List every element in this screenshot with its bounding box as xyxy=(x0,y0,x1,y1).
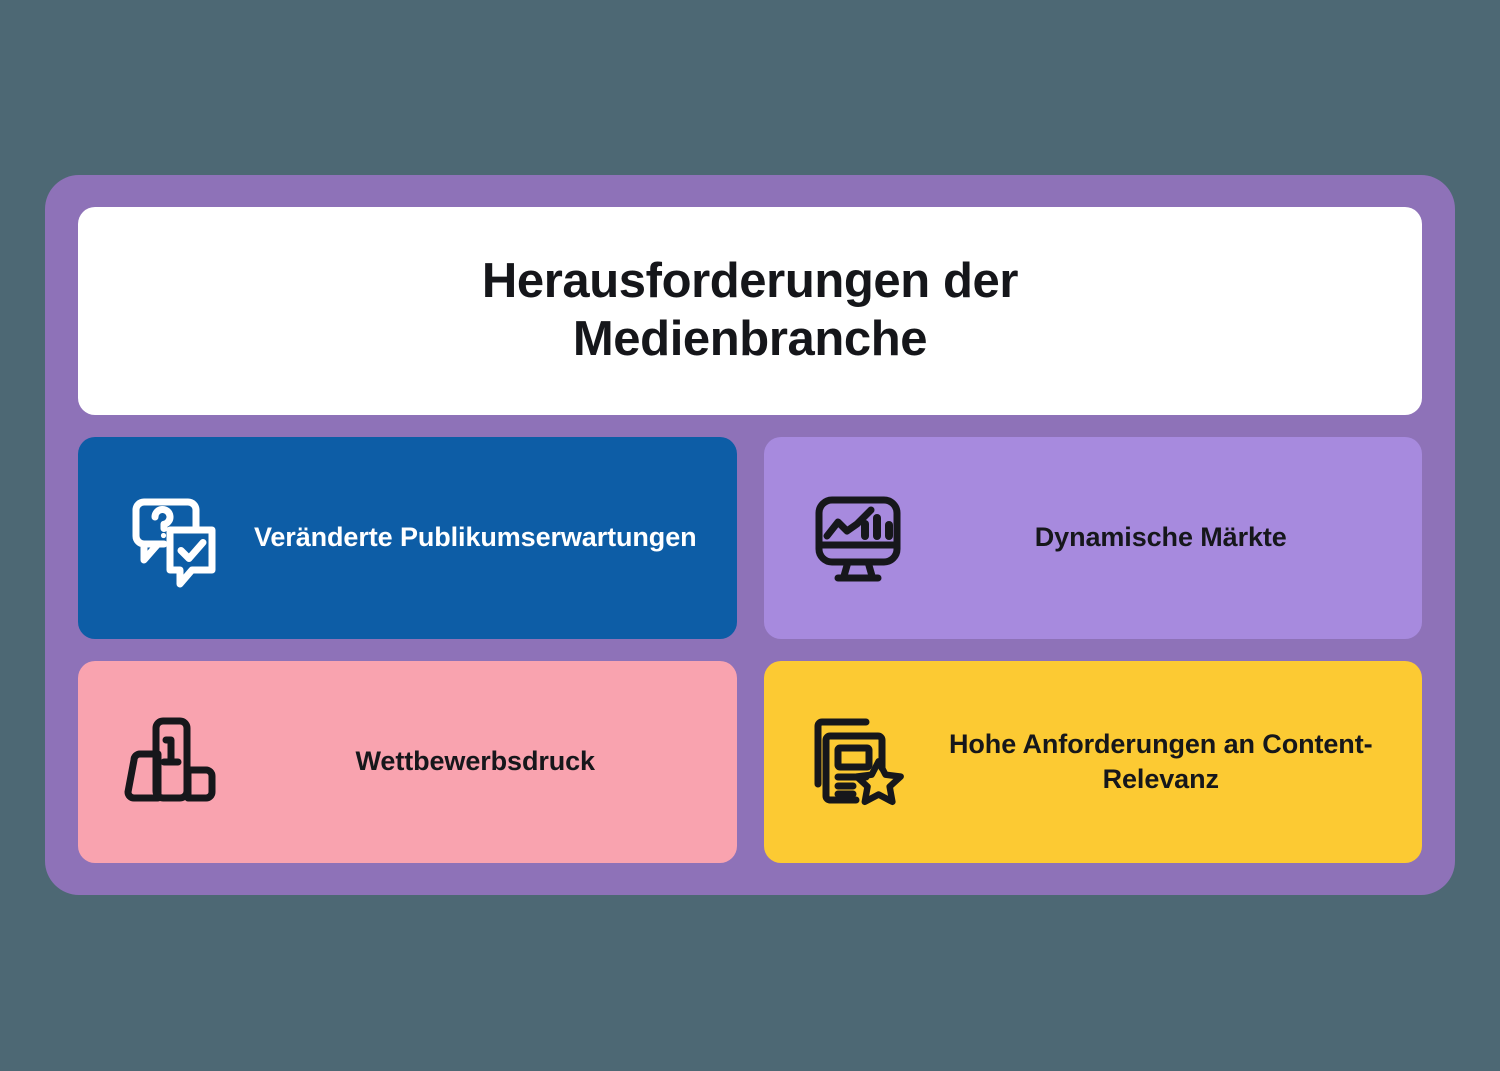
challenge-card-grid: Veränderte Publikumserwartungen xyxy=(78,437,1422,863)
podium-first-place-icon xyxy=(120,710,224,814)
monitor-chart-icon xyxy=(806,486,910,590)
card-label: Dynamische Märkte xyxy=(1034,522,1287,553)
card-dynamische-maerkte[interactable]: Dynamische Märkte xyxy=(763,437,1422,639)
infographic-container: Herausforderungen der Medienbranche xyxy=(45,175,1455,895)
card-label: Hohe Anforderungen an Content-Relevanz xyxy=(949,728,1373,794)
card-veraenderte-publikumserwartungen[interactable]: Veränderte Publikumserwartungen xyxy=(78,437,737,639)
question-check-speech-bubbles-icon xyxy=(120,486,224,590)
document-star-icon xyxy=(806,710,910,814)
page-title: Herausforderungen der Medienbranche xyxy=(481,253,1019,369)
page-title-line-2: Medienbranche xyxy=(572,312,928,366)
page-title-line-1: Herausforderungen der xyxy=(481,254,1019,309)
card-wettbewerbsdruck[interactable]: Wettbewerbsdruck xyxy=(78,661,737,863)
card-label: Veränderte Publikumserwartungen xyxy=(253,522,697,553)
title-card: Herausforderungen der Medienbranche xyxy=(78,207,1422,415)
card-label: Wettbewerbsdruck xyxy=(355,746,596,777)
card-hohe-anforderungen-content-relevanz[interactable]: Hohe Anforderungen an Content-Relevanz xyxy=(763,661,1422,863)
